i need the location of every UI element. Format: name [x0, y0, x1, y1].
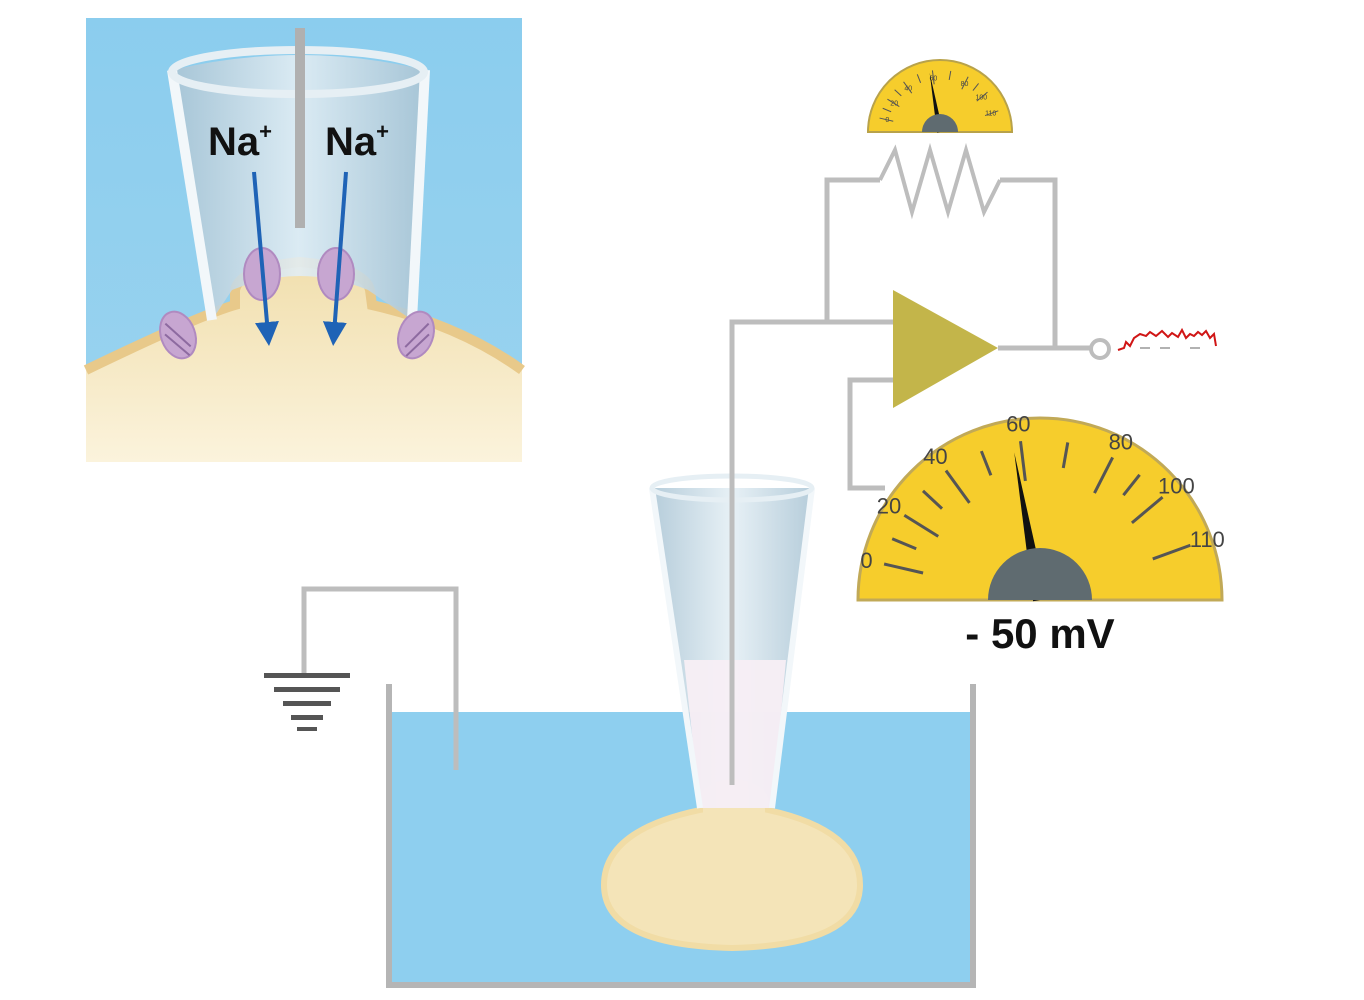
- inset-panel: Na+ Na+: [83, 18, 525, 462]
- tick-mark: [1152, 543, 1191, 561]
- tick-mark: [984, 110, 999, 117]
- tick-mark: [1061, 442, 1070, 469]
- tick-label-20: 20: [877, 494, 901, 519]
- ground-symbol: [264, 673, 350, 678]
- tick-label-60: 60: [1006, 411, 1030, 436]
- meter-small-face: [866, 59, 1014, 133]
- tick-mark: [879, 117, 894, 122]
- tick-mark: [1122, 473, 1141, 497]
- electrode-wire: [729, 319, 895, 785]
- tick-mark: [887, 98, 900, 107]
- tick-label-110: 110: [1190, 527, 1225, 552]
- amplifier: [893, 290, 998, 408]
- tick-label-40: 40: [923, 444, 947, 469]
- pipette-solution: [684, 660, 786, 808]
- ion-label-left: Na+: [208, 119, 272, 164]
- tick-mark: [931, 70, 935, 85]
- ion-label-right: Na+: [325, 119, 389, 164]
- tick-mark: [891, 537, 917, 551]
- voltage-reading: - 50 mV: [965, 610, 1114, 657]
- tick-label-80: 80: [1109, 429, 1133, 454]
- bath-container: [386, 684, 976, 988]
- tick-mark: [894, 89, 902, 97]
- tick-mark: [961, 76, 969, 90]
- ground-wire: [301, 586, 459, 770]
- tick-mark: [921, 489, 944, 510]
- tick-label-0: 0: [860, 548, 872, 573]
- tick-mark: [916, 74, 922, 83]
- output-terminal: [1089, 338, 1111, 360]
- current-trace: [1117, 327, 1217, 351]
- tick-mark: [944, 469, 971, 504]
- meter-small-hub: [922, 114, 958, 132]
- inset-arrow-left: [252, 171, 279, 346]
- tick-mark: [903, 81, 913, 94]
- ground: [264, 586, 459, 770]
- inset-electrode: [295, 28, 305, 228]
- tick-mark: [976, 91, 988, 102]
- meter-large-hub: [988, 548, 1092, 600]
- tick-mark: [1093, 456, 1114, 494]
- tick-mark: [972, 83, 979, 91]
- tick-mark: [883, 562, 924, 575]
- meter-large: 0 20 40 60 80 100 110 - 50 mV: [856, 411, 1225, 657]
- tick-mark: [948, 70, 952, 80]
- inset-arrow-right: [322, 171, 348, 346]
- tick-mark: [1130, 496, 1164, 525]
- circuit-wires: [729, 142, 1090, 785]
- meter-large-face: [856, 416, 1224, 602]
- tick-mark: [903, 513, 940, 538]
- tick-mark: [979, 450, 993, 476]
- tick-mark: [1019, 441, 1027, 482]
- feedback-resistor: [878, 142, 1002, 220]
- tick-mark: [882, 107, 892, 113]
- tick-label-100: 100: [1158, 474, 1195, 499]
- inset-cell: [86, 262, 522, 462]
